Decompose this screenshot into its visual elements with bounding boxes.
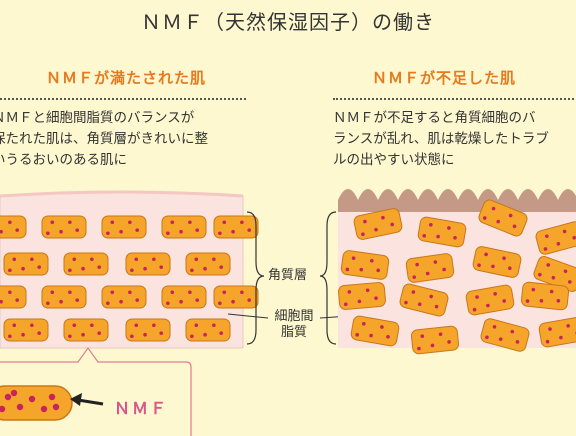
keratin-cell (0, 215, 27, 239)
healthy-skin-heading: ＮＭＦが満たされた肌 (46, 69, 207, 87)
nmf-callout-box (0, 346, 192, 436)
keratin-cell (3, 318, 49, 342)
dry-skin-description: ＮＭＦが不足すると角質細胞のバ ランスが乱れ、肌は乾燥したトラブ ルの出やすい状… (333, 98, 576, 171)
keratin-cell (465, 284, 515, 316)
dry-skin-layer (338, 189, 576, 355)
keratin-cell (410, 325, 460, 355)
stratum-corneum-label: 角質層 (268, 268, 308, 283)
intercellular-lipid-line2: 脂質 (280, 325, 307, 340)
dry-skin-heading: ＮＭＦが不足した肌 (372, 69, 517, 87)
desc-line: ＮＭＦと細胞間脂質のバランスが (0, 110, 195, 126)
nmf-cell-enlarged (0, 385, 73, 421)
desc-line: ＮＭＦが不足すると角質細胞のバ (333, 110, 536, 126)
keratin-cell (213, 215, 259, 239)
keratin-cell (350, 315, 400, 347)
keratin-cell (338, 282, 386, 310)
lipid-leader-line (227, 313, 269, 319)
desc-line: ランスが乱れ、肌は乾燥したトラブ (333, 131, 549, 147)
keratin-cell (161, 285, 207, 309)
keratin-cell (478, 199, 528, 237)
intercellular-lipid-line1: 細胞間 (274, 309, 314, 324)
keratin-cell (3, 252, 49, 276)
stratum-corneum-bracket (246, 211, 265, 345)
keratin-cell (185, 252, 231, 276)
keratin-cell (480, 318, 530, 352)
keratin-cell (213, 285, 259, 309)
keratin-cell (538, 316, 576, 348)
keratin-cell (0, 285, 27, 309)
keratin-cell (535, 221, 576, 255)
healthy-skin-layer (0, 190, 259, 349)
keratin-cell (185, 318, 231, 342)
keratin-cell (101, 285, 147, 309)
dry-skin-bracket (319, 211, 337, 345)
keratin-cell (520, 281, 570, 311)
desc-line: ルの出やすい状態に (333, 152, 455, 168)
keratin-cell (405, 253, 455, 283)
keratin-cell (340, 250, 390, 280)
keratin-cell (41, 285, 87, 309)
intercellular-lipid-label: 細胞間 脂質 (270, 309, 318, 341)
nmf-arrow (77, 398, 104, 406)
keratin-cell (41, 215, 87, 239)
desc-line: いうるおいのある肌に (0, 152, 127, 168)
keratin-cell (0, 385, 73, 421)
keratin-cell (125, 252, 171, 276)
desc-line: 保たれた肌は、角質層がきれいに整 (0, 131, 208, 147)
page-title: ＮＭＦ（天然保湿因子）の働き (141, 10, 435, 34)
keratin-cell (417, 216, 467, 248)
healthy-skin-description: ＮＭＦと細胞間脂質のバランスが 保たれた肌は、角質層がきれいに整 いうるおいのあ… (0, 98, 246, 171)
nmf-label: ＮＭＦ (114, 399, 169, 418)
keratin-cell (125, 318, 171, 342)
keratin-cell (101, 215, 147, 239)
keratin-cell (353, 208, 403, 240)
keratin-cell (63, 318, 109, 342)
keratin-cell (472, 246, 522, 278)
keratin-cell (63, 252, 109, 276)
keratin-cell (161, 215, 207, 239)
nmf-arrow-head (70, 393, 82, 406)
keratin-cell (399, 283, 449, 317)
